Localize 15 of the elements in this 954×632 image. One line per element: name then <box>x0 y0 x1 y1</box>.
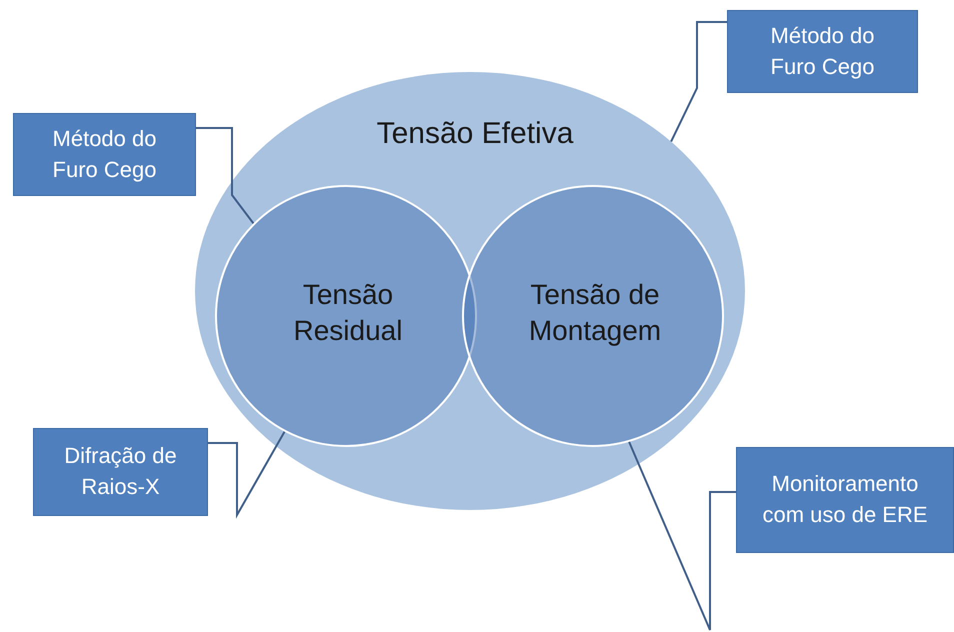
callout-box <box>33 428 208 516</box>
node-text: Método do Furo Cego <box>770 22 876 81</box>
callout-box <box>727 10 918 93</box>
callout-box <box>13 113 196 196</box>
leader-line <box>628 442 736 631</box>
node-text: Difração de Raios-X <box>63 442 178 501</box>
ellipse-title: Tensão Efetiva <box>376 116 574 152</box>
node-text: Método do Furo Cego <box>52 124 158 184</box>
node-text: Monitoramento com uso de ERE <box>761 470 929 529</box>
circle-label: Tensão Residual <box>292 278 404 348</box>
callout-box <box>736 447 954 553</box>
leader-line <box>208 431 286 519</box>
leader-line <box>196 127 254 224</box>
circle-label: Tensão de Montagem <box>528 278 662 348</box>
leader-line <box>670 21 727 142</box>
